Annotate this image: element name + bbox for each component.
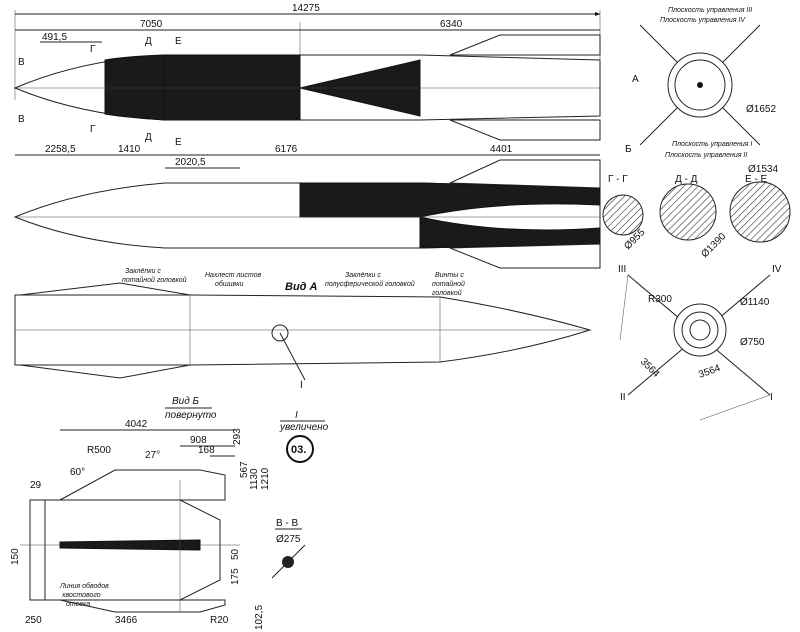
section-title: В - В (276, 518, 299, 529)
detail-subtitle: увеличено (279, 422, 329, 433)
dim-label: R500 (87, 445, 111, 456)
dim-label: 150 (10, 548, 21, 565)
section-mark: Е (175, 36, 182, 47)
dim-label: 6340 (440, 19, 463, 30)
dim-label: 50 (230, 548, 241, 560)
dim-label: 3564 (697, 363, 722, 381)
dim-label: 908 (190, 435, 207, 446)
dim-total-length: 14275 (292, 3, 320, 14)
dim-label: 168 (198, 445, 215, 456)
side-rocket-view: 2258,5 1410 2020,5 6176 4401 (13, 144, 601, 269)
section-dim: Ø275 (276, 534, 301, 545)
dim-label: 250 (25, 615, 42, 626)
dim-label: 1410 (118, 144, 141, 155)
dim-label: 2020,5 (175, 157, 206, 168)
dim-label: 4401 (490, 144, 513, 155)
dim-label: 3466 (115, 615, 138, 626)
note-text: отсека (66, 601, 90, 608)
section-mark: В (18, 114, 25, 125)
view-a-title: Вид А (285, 281, 318, 293)
fin-numeral: I (770, 392, 773, 403)
note-text: Нахлест листов (205, 272, 261, 279)
note-text: Заклёпки с (125, 268, 161, 275)
note-text: полусферической головкой (325, 280, 415, 288)
section-title: Г - Г (608, 174, 628, 185)
detail-title: I (295, 410, 298, 421)
cross-sections: Г - Г Ø955 Д - Д Ø1390 Е - Е Ø1534 (602, 164, 791, 260)
dim-label: Ø1140 (740, 297, 770, 308)
detail-badge: 03. (291, 444, 306, 456)
section-mark: Г (90, 124, 96, 135)
dim-label: 175 (230, 568, 241, 585)
view-b-subtitle: повернуто (165, 410, 217, 421)
view-a-rocket: Вид А Заклёпки с потайной головкой Нахле… (14, 268, 592, 391)
note-text: Винты с (435, 272, 464, 279)
fin-layout-view: III IV II I R300 Ø1140 Ø750 3564 3564 (618, 264, 782, 421)
fin-numeral: II (620, 392, 626, 403)
section-title: Е - Е (745, 174, 768, 185)
dim-label: R300 (648, 294, 672, 305)
dim-label: 27° (145, 450, 160, 461)
plane-label: Плоскость управления IV (660, 17, 746, 24)
dim-label: 293 (232, 428, 243, 445)
section-dim: Ø1534 (748, 164, 778, 175)
note-text: хвостового (61, 592, 101, 599)
view-b-tail: Вид Б повернуто 4042 908 168 293 R500 27… (10, 396, 271, 630)
dim-label: 7050 (140, 19, 163, 30)
note-text: обшивки (215, 280, 243, 288)
dim-label: 60° (70, 467, 85, 478)
plane-label: Плоскость управления I (672, 141, 752, 148)
detail-i: I увеличено 03. (279, 410, 329, 463)
fin-numeral: IV (772, 264, 782, 275)
top-rocket-view: 14275 7050 6340 491,5 65 В В Г Г Д Д Е Е (13, 3, 601, 148)
rear-view: Плоскость управления III Плоскость управ… (625, 7, 776, 159)
detail-ref: I (300, 380, 303, 391)
arrow-a-label: А (632, 74, 639, 85)
note-text: Заклёпки с (345, 272, 381, 279)
section-mark: Е (175, 137, 182, 148)
dim-label: 1130 (249, 468, 260, 490)
plane-label: Плоскость управления II (665, 152, 747, 159)
dim-label: 491,5 (42, 32, 67, 43)
plane-label: Плоскость управления III (668, 7, 752, 14)
note-text: Линия обводов (59, 582, 109, 590)
section-title: Д - Д (675, 174, 698, 185)
diameter-label: Ø1652 (746, 104, 776, 115)
note-text: потайной головкой (122, 276, 187, 284)
note-text: потайной (432, 280, 465, 288)
fin-numeral: III (618, 264, 626, 275)
note-text: головкой (432, 289, 462, 297)
section-mark: В (18, 57, 25, 68)
dim-label: 2258,5 (45, 144, 76, 155)
dim-label: 1210 (260, 467, 271, 490)
dim-label: 4042 (125, 419, 148, 430)
dim-label: 6176 (275, 144, 298, 155)
dim-label: 567 (239, 461, 250, 478)
arrow-b-label: Б (625, 144, 632, 155)
section-b-b: В - В Ø275 (271, 518, 306, 579)
view-b-title: Вид Б (172, 396, 200, 407)
dim-label: Ø750 (740, 337, 765, 348)
section-mark: Д (145, 132, 152, 143)
dim-label: 29 (30, 480, 42, 491)
section-mark: Д (145, 36, 152, 47)
dim-label: 102,5 (254, 605, 265, 630)
dim-label: R20 (210, 615, 229, 626)
section-mark: Г (90, 44, 96, 55)
